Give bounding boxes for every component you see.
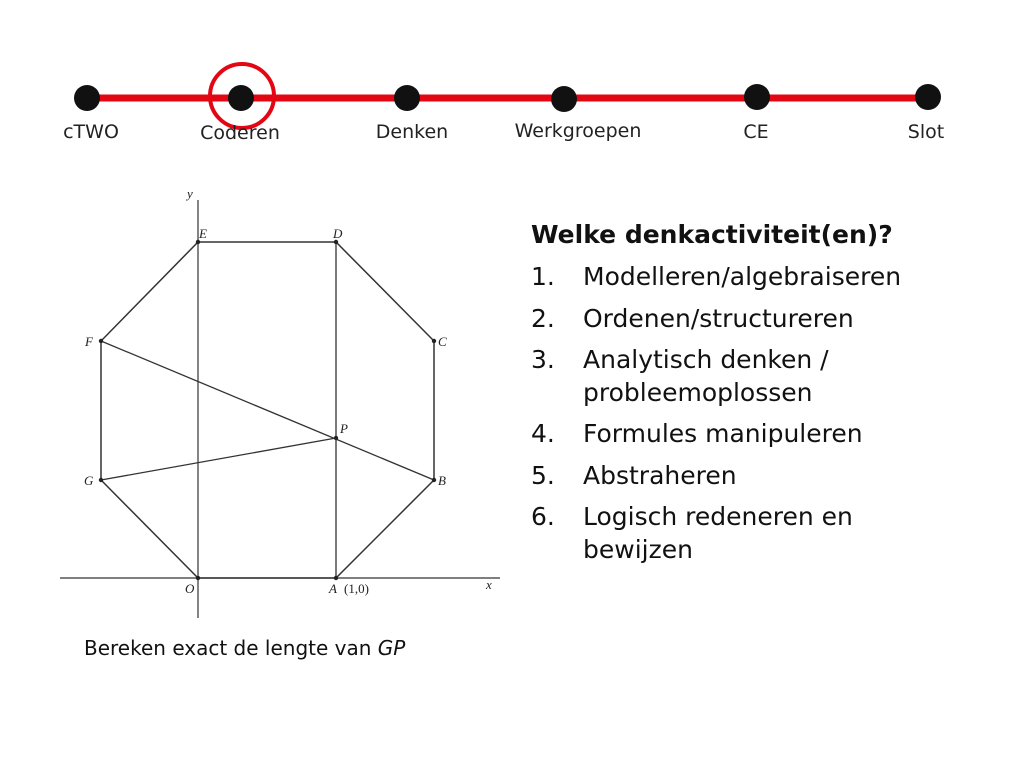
list-item-text: Logisch redeneren en bewijzen [583,502,853,564]
vertex-dot-o [195,575,201,581]
vertex-label-b: B [438,473,446,488]
vertex-dots [98,239,437,581]
timeline-label-ce[interactable]: CE [743,121,769,143]
vertex-label-d: D [332,226,343,241]
x-axis-label: x [485,577,492,592]
question-title: Welke denkactiviteit(en)? [531,220,893,249]
timeline-dot-ctwo[interactable] [74,85,100,111]
vertex-label-e: E [198,226,207,241]
vertex-dot-b [431,477,437,483]
octagon-figure: x y O A (1,0) B C D E F G P [60,186,500,618]
timeline-label-werkgroepen[interactable]: Werkgroepen [514,120,642,142]
timeline-label-slot[interactable]: Slot [907,121,945,143]
figure-caption: Bereken exact de lengte van GP [84,636,405,660]
timeline-graphic [74,62,941,130]
segment-fb [100,340,435,481]
list-item-text: Formules manipuleren [583,419,863,448]
point-a-coordinates: (1,0) [344,581,369,596]
timeline-label-ctwo[interactable]: cTWO [63,121,119,143]
list-item: 2. Ordenen/structureren [531,303,1001,336]
vertex-dot-c [431,338,437,344]
vertex-dot-d [333,239,339,245]
list-item-number: 4. [531,419,555,448]
vertex-label-g: G [84,473,94,488]
list-item-text: Analytisch denken / probleemoplossen [583,345,829,407]
caption-segment: GP [377,636,406,660]
timeline-dot-slot[interactable] [915,84,941,110]
vertex-label-o: O [185,581,195,596]
list-item: 6. Logisch redeneren en bewijzen [531,501,943,566]
list-item-text: Modelleren/algebraiseren [583,262,902,291]
timeline-dot-coderen[interactable] [228,85,254,111]
list-item: 5. Abstraheren [531,460,1001,493]
list-item-number: 6. [531,502,555,531]
vertex-dot-e [195,239,201,245]
segment-gp [100,437,337,481]
timeline-dot-werkgroepen[interactable] [551,86,577,112]
list-item-number: 1. [531,262,555,291]
list-item: 3. Analytisch denken / probleemoplossen [531,344,913,409]
vertex-dot-a [333,575,339,581]
activity-list: 1. Modelleren/algebraiseren 2. Ordenen/str… [531,261,1001,566]
vertex-dot-g [98,477,104,483]
list-item: 4. Formules manipuleren [531,418,1001,451]
point-label-p: P [339,421,348,436]
caption-text: Bereken exact de lengte van [84,636,372,660]
list-item-number: 5. [531,460,555,490]
list-item-number: 3. [531,345,555,374]
timeline-dot-denken[interactable] [394,85,420,111]
vertex-label-a: A [328,581,337,596]
list-item-text: Ordenen/structureren [583,303,854,333]
question-block: Welke denkactiviteit(en)? 1. Modelleren/a… [531,220,1001,575]
current-step-highlight-ring [208,62,276,130]
progress-timeline: cTWO Coderen Denken Werkgroepen CE Slot [0,0,1024,160]
timeline-dot-ce[interactable] [744,84,770,110]
point-dot-p [333,435,339,441]
list-item-number: 2. [531,303,555,333]
timeline-label-denken[interactable]: Denken [375,121,449,143]
vertex-label-c: C [438,334,447,349]
vertex-dot-f [98,338,104,344]
vertex-label-f: F [84,334,94,349]
list-item: 1. Modelleren/algebraiseren [531,261,1001,294]
timeline-label-coderen[interactable]: Coderen [200,122,280,144]
y-axis-label: y [185,186,193,201]
list-item-text: Abstraheren [583,460,737,490]
